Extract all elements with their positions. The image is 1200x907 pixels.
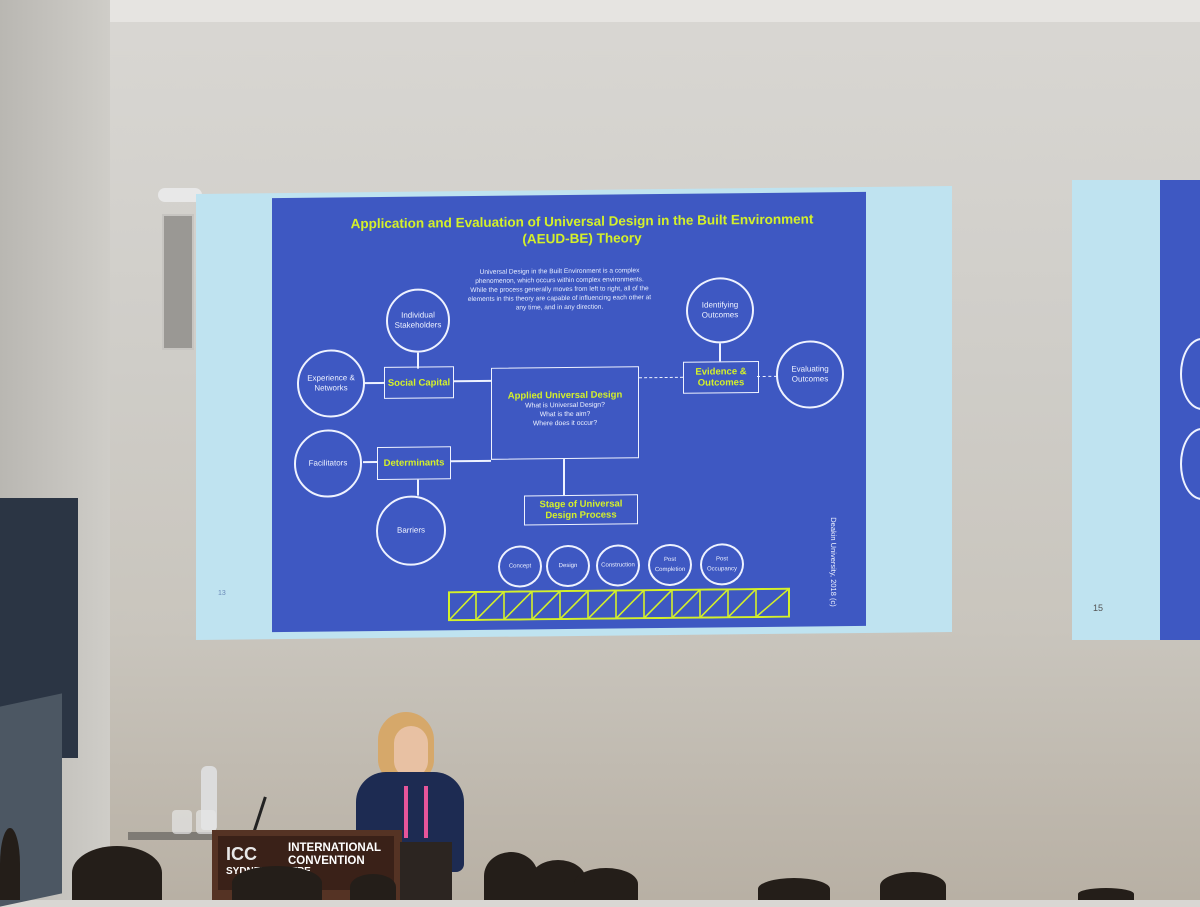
circle-facilitators: Facilitators	[294, 429, 362, 498]
circle-experience-networks: Experience & Networks	[297, 349, 365, 418]
stage-label: Construction	[601, 562, 635, 569]
stage-concept: Concept	[498, 545, 542, 588]
stage-label: Concept	[508, 563, 532, 570]
box-label: Social Capital	[387, 376, 451, 389]
podium-line2: CONVENTION	[288, 855, 365, 867]
microphone	[252, 796, 267, 834]
circle-identifying-outcomes: Identifying Outcomes	[686, 277, 754, 344]
audience-head	[350, 874, 396, 900]
stage-label: Post Completion	[654, 556, 686, 574]
circle-label: Evaluating Outcomes	[791, 364, 829, 384]
connector-line	[363, 381, 385, 385]
connector-line	[450, 459, 491, 463]
box-label: Determinants	[383, 457, 445, 469]
water-glass	[196, 810, 216, 834]
audience-head	[1078, 888, 1134, 900]
wall-speaker	[162, 214, 194, 350]
slide-credit: Deakin University, 2018 (c)	[829, 517, 838, 607]
circle-label: Individual Stakeholders	[394, 310, 442, 330]
stage-label: Design	[558, 562, 578, 570]
truss-bar	[448, 587, 790, 622]
slide-page-number: 13	[218, 590, 226, 597]
audience-head	[758, 878, 830, 900]
stage-design: Design	[546, 544, 590, 588]
stage-post-completion: Post Completion	[648, 543, 692, 587]
audience-head	[574, 868, 638, 900]
connector-line	[563, 459, 565, 496]
next-slide	[1160, 180, 1200, 640]
box-label: Stage of Universal Design Process	[539, 498, 623, 522]
connector-line	[454, 379, 491, 383]
projected-slide: Application and Evaluation of Universal …	[272, 191, 866, 633]
connector-line	[417, 479, 419, 496]
dashed-connector	[639, 376, 683, 379]
box-stage-process: Stage of Universal Design Process	[524, 494, 638, 526]
circle-label: Identifying Outcomes	[701, 300, 739, 320]
podium-text: INTERNATIONAL CONVENTION	[288, 842, 381, 868]
circle-barriers: Barriers	[376, 495, 446, 567]
center-box-applied-universal-design: Applied Universal Design What is Univers…	[491, 366, 639, 460]
connector-line	[719, 343, 721, 362]
side-table	[128, 832, 228, 840]
podium-logo: ICC	[226, 844, 257, 864]
slide-title: Application and Evaluation of Universal …	[322, 210, 842, 249]
stage-label: Post Occupancy	[706, 556, 737, 573]
audience-head	[72, 846, 162, 900]
podium-line1: INTERNATIONAL	[288, 842, 382, 854]
stage-construction: Construction	[596, 544, 640, 587]
box-evidence-outcomes: Evidence & Outcomes	[683, 361, 759, 394]
box-social-capital: Social Capital	[384, 366, 454, 399]
audience-head	[232, 866, 322, 900]
center-question: Where does it occur?	[532, 419, 598, 428]
dashed-connector	[757, 375, 777, 378]
circle-label: Experience & Networks	[307, 373, 355, 393]
center-box-title: Applied Universal Design	[507, 389, 623, 402]
circle-evaluating-outcomes: Evaluating Outcomes	[776, 340, 844, 409]
speaker-face	[394, 726, 428, 778]
ceiling	[0, 0, 1200, 22]
audience-head	[880, 872, 946, 900]
connector-line	[363, 461, 377, 464]
audience-head	[0, 828, 20, 900]
next-slide-page-number: 15	[1093, 603, 1104, 613]
podium-side	[400, 842, 452, 900]
box-determinants: Determinants	[377, 446, 451, 481]
slide-description: Universal Design in the Built Environmen…	[467, 267, 652, 312]
circle-label: Barriers	[396, 525, 425, 535]
box-label: Evidence & Outcomes	[695, 366, 747, 389]
stage-post-occupancy: Post Occupancy	[700, 543, 744, 586]
security-camera-icon	[158, 188, 202, 202]
circle-individual-stakeholders: Individual Stakeholders	[386, 288, 450, 353]
lanyard	[404, 786, 428, 838]
audience-head	[484, 852, 538, 900]
water-glass	[172, 810, 192, 834]
circle-label: Facilitators	[308, 458, 348, 468]
